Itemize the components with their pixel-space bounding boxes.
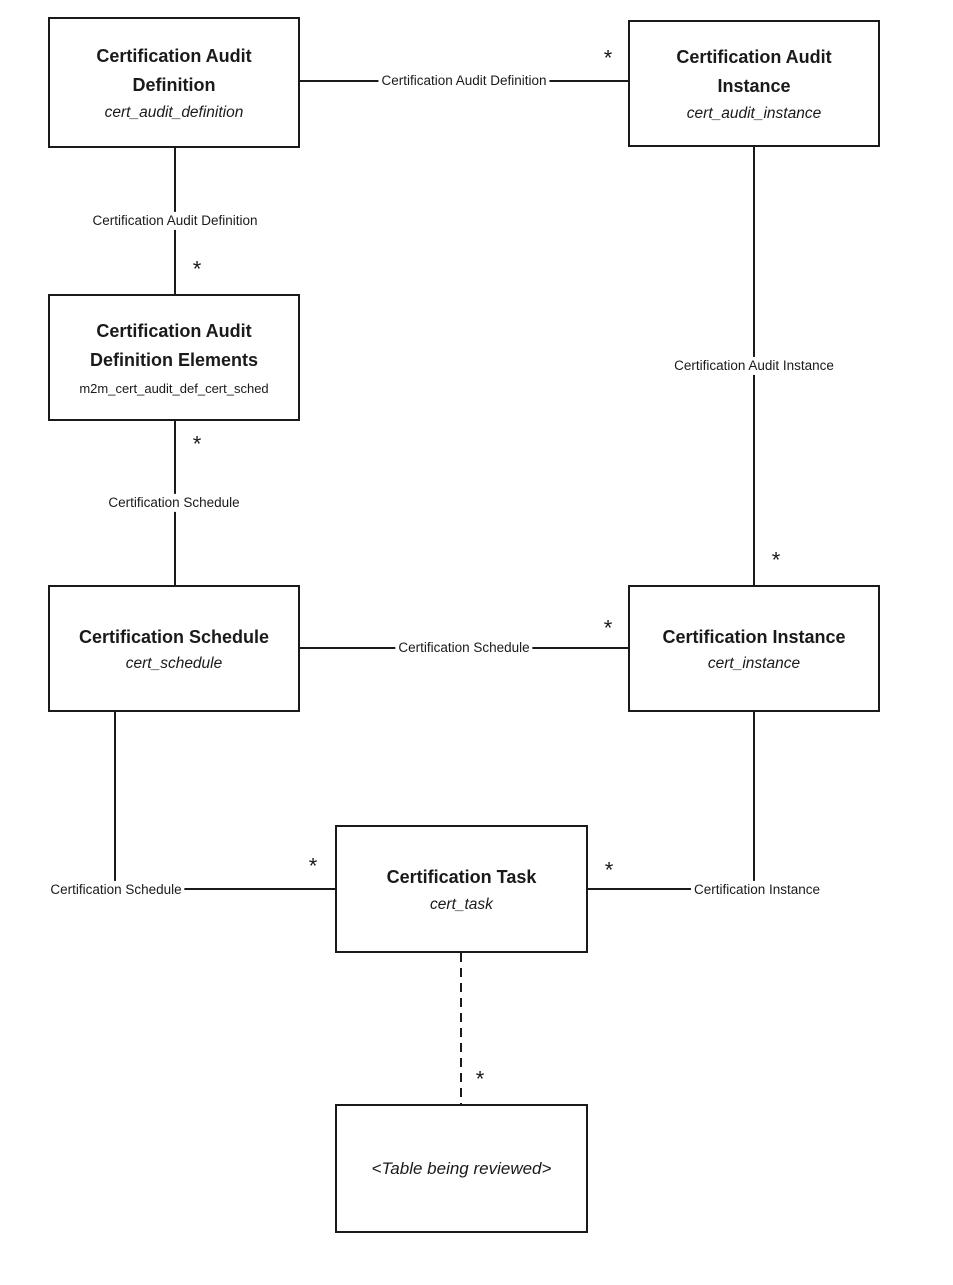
entity-title: <Table being reviewed> [371,1158,552,1178]
multiplicity-star: * [604,857,614,883]
multiplicity-star: * [192,431,202,457]
connector-label: Certification Schedule [105,493,243,513]
connector-label: Certification Instance [690,880,824,900]
entity-cert-audit-definition[interactable]: Certification Audit Definition cert_audi… [48,17,300,148]
entity-title: Certification Audit Definition Elements [89,320,259,370]
connector-schedule-to-task-horizontal [114,888,335,890]
entity-cert-audit-instance[interactable]: Certification Audit Instance cert_audit_… [628,20,880,147]
connector-instance-to-task-vertical [753,712,755,884]
connector-label: Certification Audit Definition [89,211,261,231]
entity-table-name: m2m_cert_audit_def_cert_sched [79,381,269,397]
multiplicity-star: * [192,256,202,282]
multiplicity-star: * [771,547,781,573]
entity-title: Certification Instance [662,626,846,647]
entity-title: Certification Schedule [78,626,270,647]
connector-label: Certification Schedule [47,880,185,900]
entity-table-being-reviewed[interactable]: <Table being reviewed> [335,1104,588,1233]
entity-title: Certification Audit Definition [96,46,252,95]
entity-table-name: cert_task [430,895,493,913]
entity-cert-schedule[interactable]: Certification Schedule cert_schedule [48,585,300,712]
entity-title: Certification Task [386,867,537,888]
entity-table-name: cert_instance [707,655,801,673]
entity-cert-task[interactable]: Certification Task cert_task [335,825,588,953]
connector-schedule-to-task-vertical [114,712,116,884]
entity-cert-audit-definition-elements[interactable]: Certification Audit Definition Elements … [48,294,300,421]
multiplicity-star: * [603,615,613,641]
connector-task-to-reviewed-table-dashed [460,953,462,1104]
entity-table-name: cert_audit_definition [104,103,244,121]
connector-instance-to-task-horizontal [588,888,755,890]
entity-table-name: cert_audit_instance [686,104,822,122]
entity-title: Certification Audit Instance [676,47,832,96]
multiplicity-star: * [475,1066,485,1092]
entity-table-name: cert_schedule [125,655,223,673]
multiplicity-star: * [603,45,613,71]
connector-label: Certification Schedule [395,638,533,658]
multiplicity-star: * [308,853,318,879]
connector-label: Certification Audit Definition [378,71,550,91]
connector-label: Certification Audit Instance [671,356,837,376]
entity-cert-instance[interactable]: Certification Instance cert_instance [628,585,880,712]
